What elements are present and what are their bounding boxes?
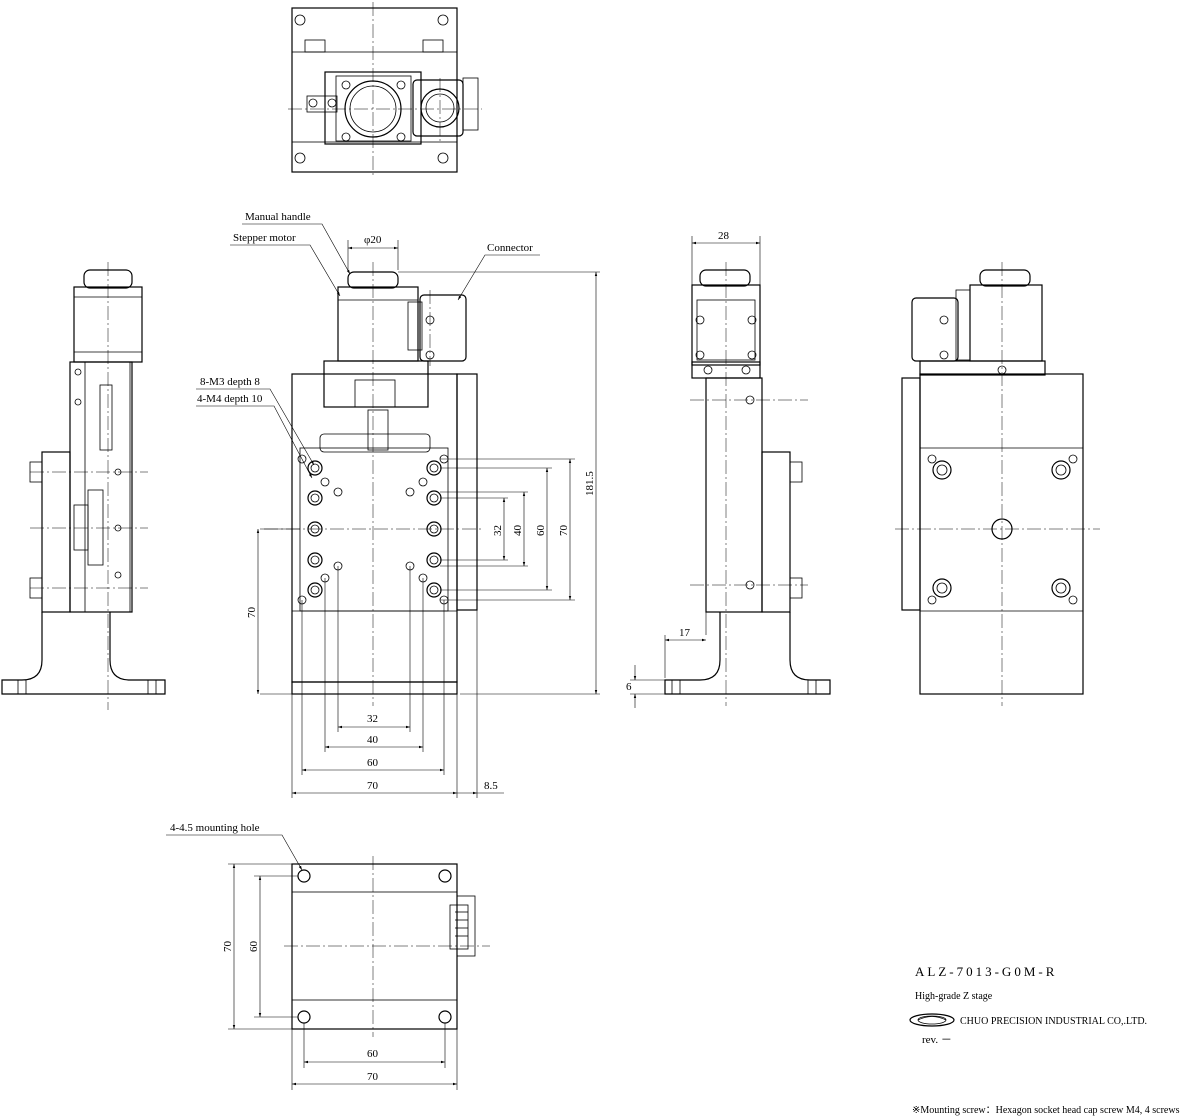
mounting-screw-note: ※Mounting screw：Hexagon socket head cap … (912, 1105, 1180, 1116)
dim-40: 40 (367, 734, 379, 746)
dim-28: 28 (718, 230, 730, 242)
top-view (288, 2, 482, 178)
leader-lines (166, 223, 540, 871)
left-side-view (1, 262, 166, 710)
dim-v40: 40 (512, 525, 524, 537)
dim-60: 60 (367, 757, 379, 769)
revision: rev. － (922, 1034, 952, 1046)
bottom-view (228, 856, 490, 1090)
dim-v70: 70 (558, 525, 570, 537)
right-side-view (630, 236, 831, 706)
model-number: ALZ-7013-G0M-R (915, 964, 1057, 979)
dim-bottom-60: 60 (367, 1048, 379, 1060)
dim-181-5: 181.5 (584, 471, 596, 496)
dimension-lines (232, 241, 760, 1086)
label-connector: Connector (487, 242, 533, 254)
label-manual-handle: Manual handle (245, 211, 311, 223)
dim-6: 6 (626, 681, 632, 693)
company-name: CHUO PRECISION INDUSTRIAL CO,.LTD. (960, 1016, 1147, 1027)
dim-v60: 60 (535, 525, 547, 537)
label-stepper-motor: Stepper motor (233, 232, 296, 244)
label-mounting-hole: 4-4.5 mounting hole (170, 822, 260, 834)
dim-bottom-70: 70 (367, 1071, 379, 1083)
dim-8-5: 8.5 (484, 780, 498, 792)
front-view (260, 240, 600, 798)
dim-v32: 32 (492, 525, 504, 536)
company-logo (909, 1013, 955, 1027)
dim-70: 70 (367, 780, 379, 792)
callout-labels: Manual handle Stepper motor Connector 8-… (170, 211, 533, 834)
dim-bottom-v60: 60 (248, 941, 260, 953)
back-view (895, 262, 1100, 706)
dim-17: 17 (679, 627, 691, 639)
product-description: High-grade Z stage (915, 991, 993, 1002)
label-m3-holes: 8-M3 depth 8 (200, 376, 260, 388)
dim-70-height: 70 (246, 607, 258, 619)
dim-phi20: φ20 (364, 234, 382, 246)
dimension-texts: φ20 28 181.5 70 70 60 40 32 32 40 60 70 … (222, 230, 730, 1083)
dim-bottom-v70: 70 (222, 941, 234, 953)
dim-32: 32 (367, 713, 378, 725)
label-m4-holes: 4-M4 depth 10 (197, 393, 263, 405)
title-block: ALZ-7013-G0M-R High-grade Z stage CHUO P… (909, 964, 1147, 1046)
